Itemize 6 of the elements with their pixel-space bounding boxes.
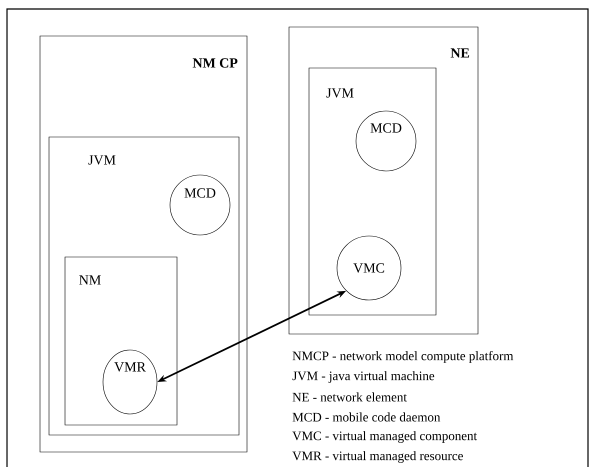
legend-text: MCD - mobile code daemon [292,412,440,422]
legend-text: NE - network element [292,392,407,402]
legend-text: JVM - java virtual machine [292,371,434,383]
legend-text: NMCP - network model compute platform [292,351,514,363]
legend-text: VMC - virtual managed component [292,431,477,443]
legend-text: VMR - virtual managed resource [292,451,463,463]
